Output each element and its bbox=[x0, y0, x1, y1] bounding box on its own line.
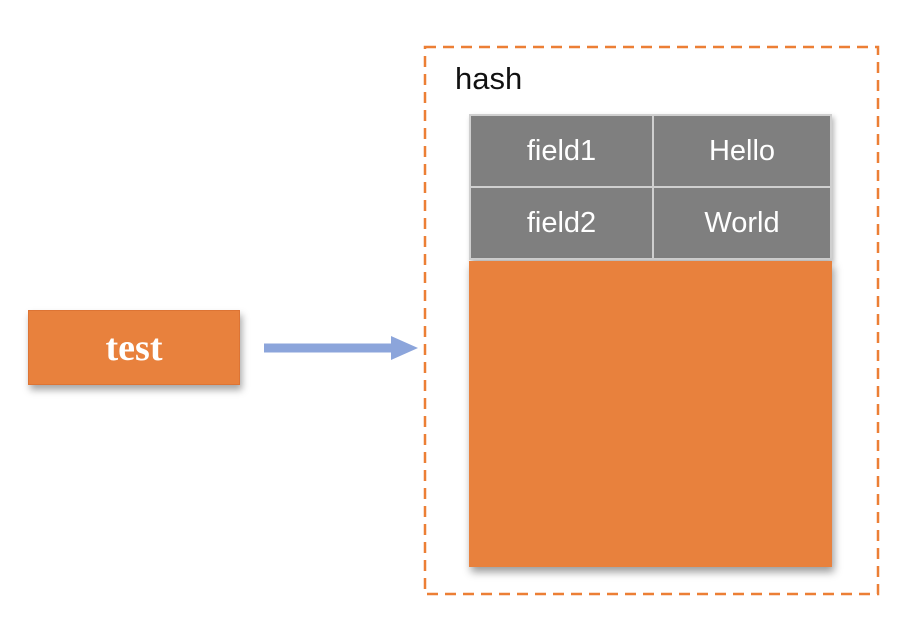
hash-empty-area bbox=[469, 261, 832, 567]
right-arrow-icon bbox=[264, 336, 418, 360]
hash-value-cell: World bbox=[654, 188, 830, 258]
key-node: test bbox=[28, 310, 240, 385]
key-node-label: test bbox=[105, 326, 163, 369]
hash-value-cell: Hello bbox=[654, 116, 830, 186]
hash-boundary-dashed-border bbox=[423, 45, 880, 596]
hash-title: hash bbox=[455, 61, 523, 96]
hash-table: field1 Hello field2 World bbox=[469, 114, 832, 260]
hash-field-cell: field2 bbox=[471, 188, 652, 258]
hash-field-cell: field1 bbox=[471, 116, 652, 186]
